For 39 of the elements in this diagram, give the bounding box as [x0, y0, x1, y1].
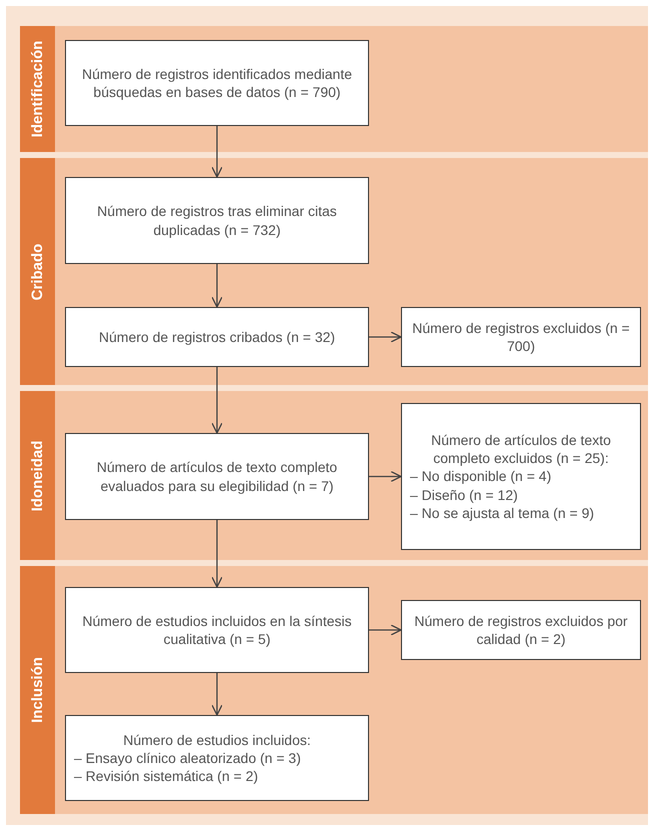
box-text: Número de artículos de texto completo excluidos (n = 25): [430, 431, 612, 468]
list-item: – No disponible (n = 4) [410, 467, 552, 486]
phase-label: Identificación [27, 40, 46, 138]
phase-label: Idoneidad [27, 440, 46, 511]
list-item: – Ensayo clínico aleatorizado (n = 3) [74, 748, 302, 768]
arrow [211, 673, 223, 716]
phase-label: Cribado [27, 243, 46, 300]
process-box [65, 307, 369, 367]
arrow [369, 624, 402, 636]
process-box [65, 433, 369, 520]
process-box [401, 600, 641, 660]
phase-band [20, 391, 648, 560]
process-box [65, 40, 369, 126]
arrow [211, 367, 223, 434]
phase-band [20, 158, 648, 385]
box-text: Número de registros identificados mediante búsquedas en bases de datos (n = 790) [80, 64, 354, 102]
box-text: Número de registros excluidos (n = 700) [411, 318, 631, 356]
list-item: – Revisión sistemática (n = 2) [74, 767, 260, 786]
process-box [65, 587, 369, 673]
process-box [401, 307, 641, 367]
box-text: Número de estudios incluidos: [122, 730, 312, 749]
arrow [369, 470, 402, 482]
list-item: – Diseño (n = 12) [410, 486, 519, 504]
arrow [211, 264, 223, 308]
box-text: Número de artículos de texto completo evaluados para su elegibilidad (n = 7) [96, 458, 338, 495]
process-box [65, 715, 369, 801]
box-text: Número de registros tras eliminar citas duplicadas (n = 732) [96, 202, 338, 239]
box-text: Número de registros excluidos por calidad (n = 2) [413, 612, 629, 648]
phase-band [20, 26, 648, 152]
phase-label: Inclusión [27, 657, 46, 723]
phase-band [20, 566, 648, 814]
box-text: Número de estudios incluidos en la síntesis cualitativa (n = 5) [81, 612, 353, 648]
arrow [369, 331, 402, 343]
box-text: Número de registros cribados (n = 32) [98, 328, 336, 346]
process-box [65, 177, 369, 264]
list-item: – No se ajusta al tema (n = 9) [410, 504, 596, 522]
arrow [211, 520, 223, 588]
process-box [401, 403, 641, 550]
arrow [211, 126, 223, 178]
